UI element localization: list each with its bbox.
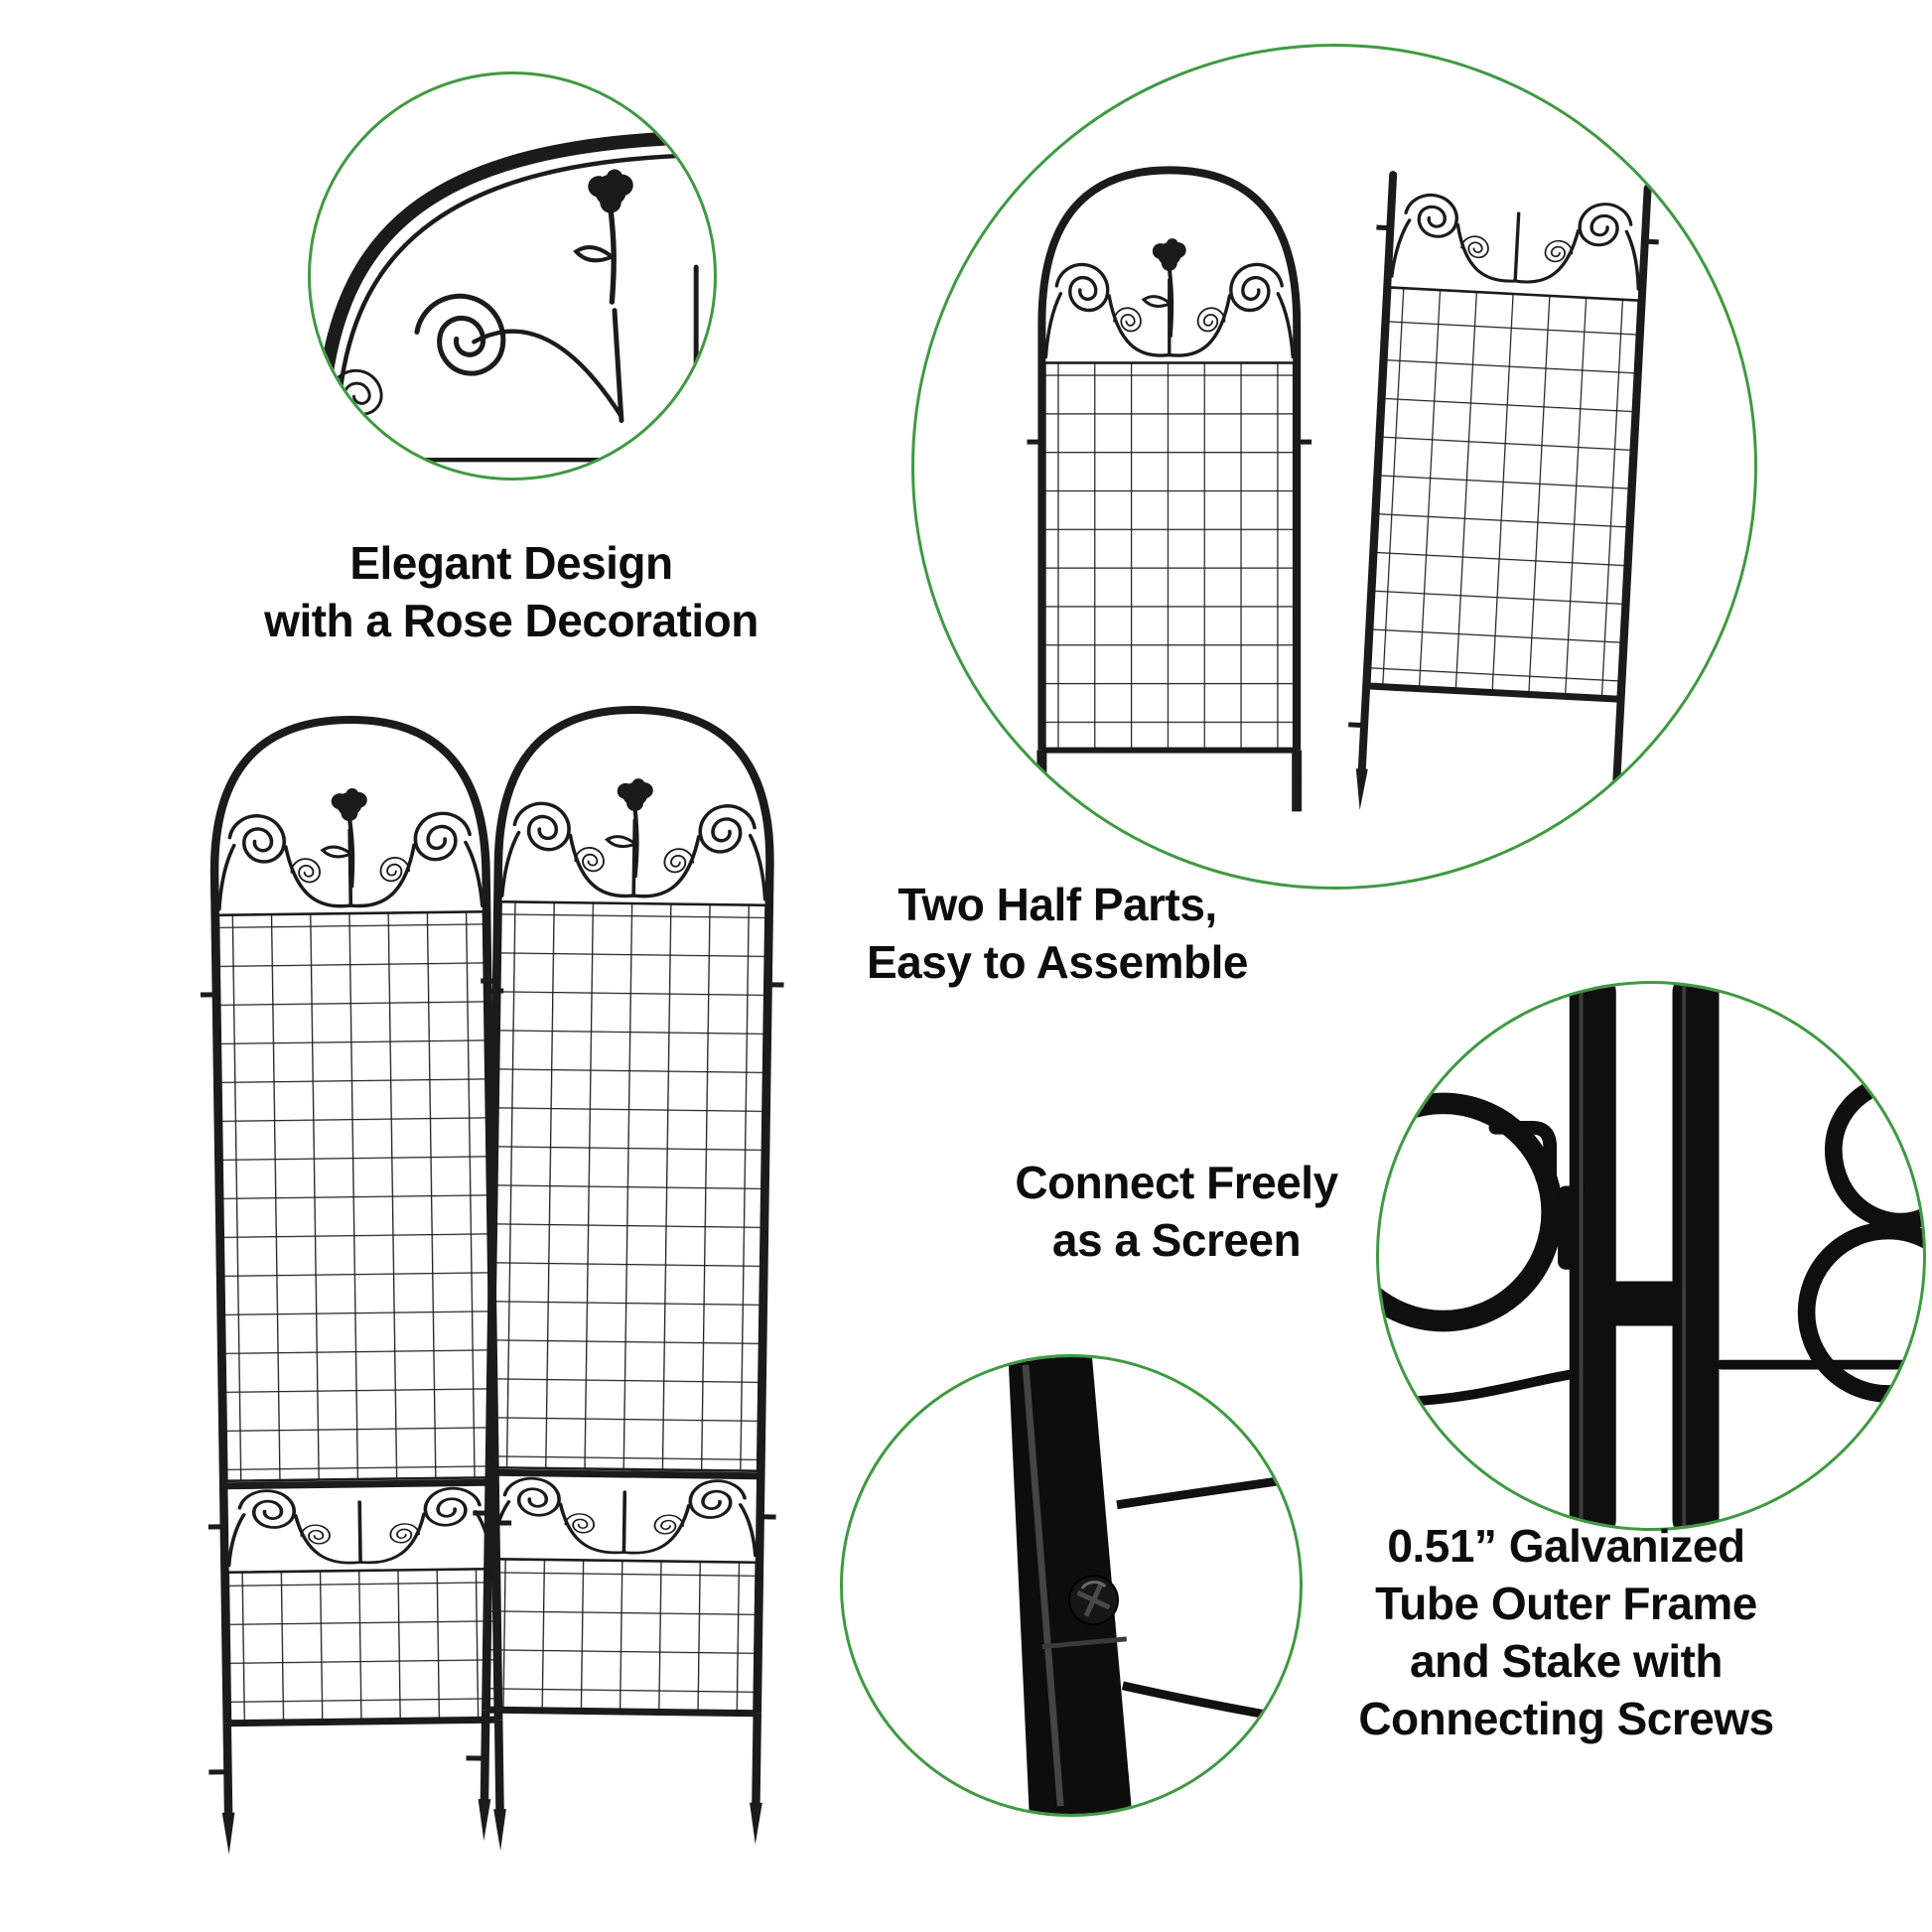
caption-two-halves: Two Half Parts, Easy to Assemble bbox=[784, 876, 1330, 991]
caption-connect-freely: Connect Freely as a Screen bbox=[898, 1154, 1454, 1269]
caption-line: Tube Outer Frame bbox=[1375, 1578, 1757, 1629]
caption-line: Connect Freely bbox=[1015, 1157, 1338, 1208]
two-halves-callout bbox=[911, 44, 1757, 890]
trellis-top-half bbox=[1027, 170, 1311, 811]
connector-detail-callout bbox=[1376, 981, 1926, 1531]
two-halves-drawing bbox=[914, 47, 1754, 887]
trellis-bottom-half bbox=[1344, 174, 1662, 824]
caption-line: Two Half Parts, bbox=[897, 879, 1217, 930]
connector-sleeve bbox=[1558, 1185, 1595, 1270]
caption-line: Easy to Assemble bbox=[866, 936, 1249, 988]
screw-detail-photo bbox=[1008, 1357, 1300, 1814]
rose-detail-drawing bbox=[312, 130, 710, 478]
caption-line: as a Screen bbox=[1051, 1214, 1302, 1266]
caption-galvanized-tube: 0.51” Galvanized Tube Outer Frame and St… bbox=[1281, 1517, 1852, 1747]
right-tube bbox=[1672, 984, 1720, 1528]
caption-line: with a Rose Decoration bbox=[264, 595, 759, 646]
trellis-screen-drawing bbox=[199, 683, 814, 1860]
screw-detail-callout bbox=[840, 1354, 1303, 1817]
caption-line: Elegant Design bbox=[349, 537, 673, 589]
rose-detail-callout bbox=[308, 71, 717, 481]
connector-detail-photo bbox=[1379, 984, 1923, 1528]
trellis-product-image bbox=[199, 683, 814, 1860]
wire-rod-bottom bbox=[1121, 1681, 1300, 1725]
trellis-panel-left bbox=[199, 718, 516, 1855]
trellis-panel-right bbox=[465, 708, 787, 1845]
caption-line: 0.51” Galvanized bbox=[1387, 1520, 1745, 1572]
caption-line: Connecting Screws bbox=[1358, 1693, 1774, 1744]
caption-line: and Stake with bbox=[1409, 1635, 1724, 1687]
wire-rod-top bbox=[1116, 1473, 1300, 1510]
rose-icon bbox=[576, 169, 632, 302]
tube-frame bbox=[1008, 1357, 1133, 1814]
connector-bracket bbox=[1609, 1281, 1681, 1326]
caption-elegant-design: Elegant Design with a Rose Decoration bbox=[194, 534, 829, 649]
